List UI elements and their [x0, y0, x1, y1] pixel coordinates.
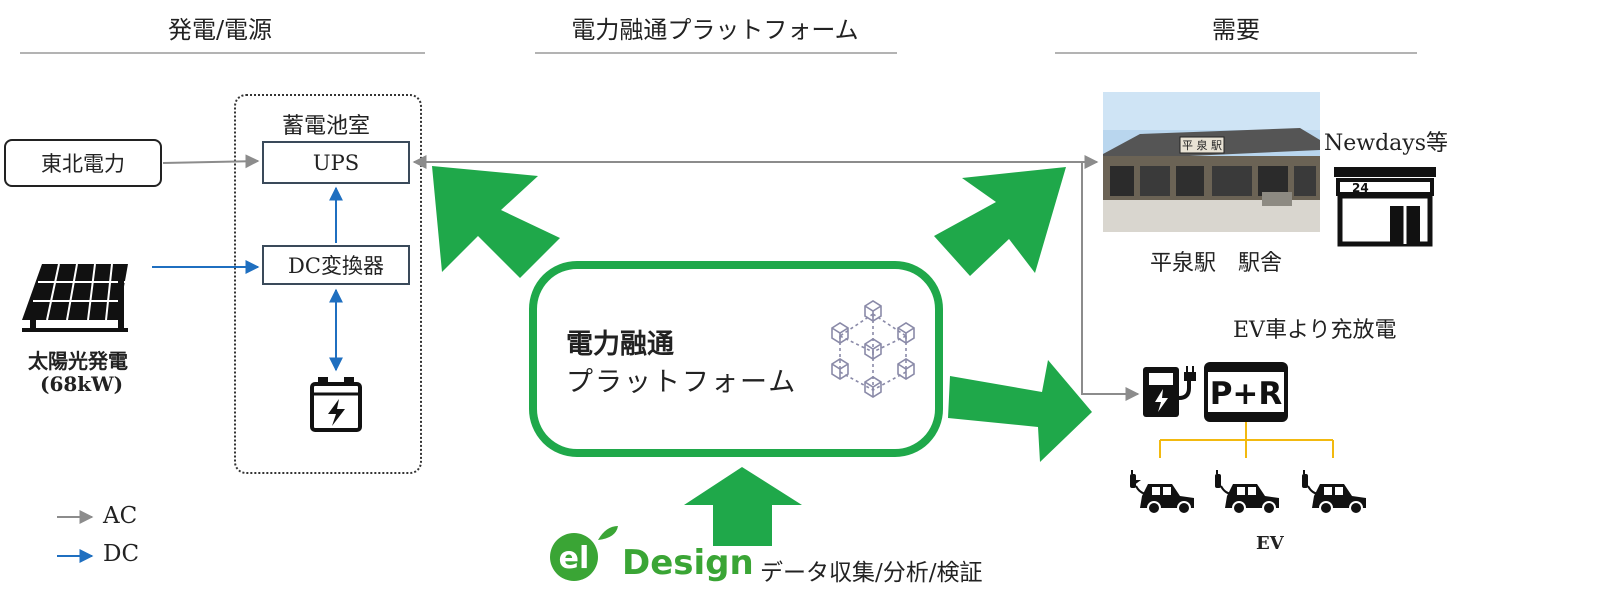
station-sign: 平 泉 駅 [1182, 138, 1222, 152]
battery-icon [310, 377, 362, 432]
pr-sign-text: P+R [1210, 376, 1283, 412]
park-and-ride-sign: P+R [1204, 362, 1288, 422]
ups-box: UPS [262, 141, 410, 184]
header-platform: 電力融通プラットフォーム [571, 16, 859, 44]
utility-box: 東北電力 [4, 139, 162, 187]
ev-car-icon [1302, 470, 1366, 515]
cube-nodes [831, 300, 915, 398]
battery-room [234, 94, 422, 474]
network-icon [831, 300, 915, 398]
header-generation: 発電/電源 [167, 16, 273, 44]
header-demand-rule [1055, 52, 1417, 54]
station-caption: 平泉駅 駅舎 [1150, 251, 1283, 276]
legend-ac-label: AC [103, 503, 138, 529]
newdays-label: Newdays等 [1324, 131, 1449, 156]
ev-car-icon [1130, 470, 1194, 515]
solar-label: 太陽光発電 [28, 349, 128, 373]
dc-converter-box: DC変換器 [262, 245, 410, 285]
green-arrow-to-ups [432, 166, 560, 278]
station-photo: 平 泉 駅 [1103, 92, 1320, 232]
platform-subtitle: プラットフォーム [566, 367, 798, 398]
green-arrow-to-station [934, 167, 1066, 276]
ev-car-icon [1215, 470, 1279, 515]
battery-room-title: 蓄電池室 [282, 114, 371, 139]
eldesign-caption: データ収集/分析/検証 [760, 560, 983, 586]
ev-charger-icon [1143, 366, 1196, 417]
header-demand: 需要 [1212, 16, 1260, 44]
solar-panel-icon [22, 263, 128, 332]
legend-dc-label: DC [103, 541, 140, 567]
eldesign-logo-design: Design [622, 543, 754, 583]
ev-caption: EV車より充放電 [1233, 318, 1397, 343]
header-platform-rule [535, 52, 897, 54]
ev-label: EV [1256, 533, 1284, 554]
ac-line-ev-branch [1081, 162, 1140, 401]
solar-capacity: (68kW) [40, 372, 124, 396]
store-number: 24 [1352, 181, 1369, 195]
eldesign-logo: el Design [550, 526, 754, 583]
platform-title: 電力融通 [566, 329, 674, 360]
header-generation-rule [20, 52, 425, 54]
ev-bus [1159, 422, 1334, 458]
platform-box [529, 261, 943, 457]
ac-line-utility-ups [162, 154, 260, 169]
eldesign-logo-el: el [559, 541, 590, 576]
convenience-store-icon: 24 [1334, 167, 1436, 247]
green-arrow-to-ev [948, 360, 1092, 462]
green-arrow-from-eldesign [684, 467, 802, 546]
